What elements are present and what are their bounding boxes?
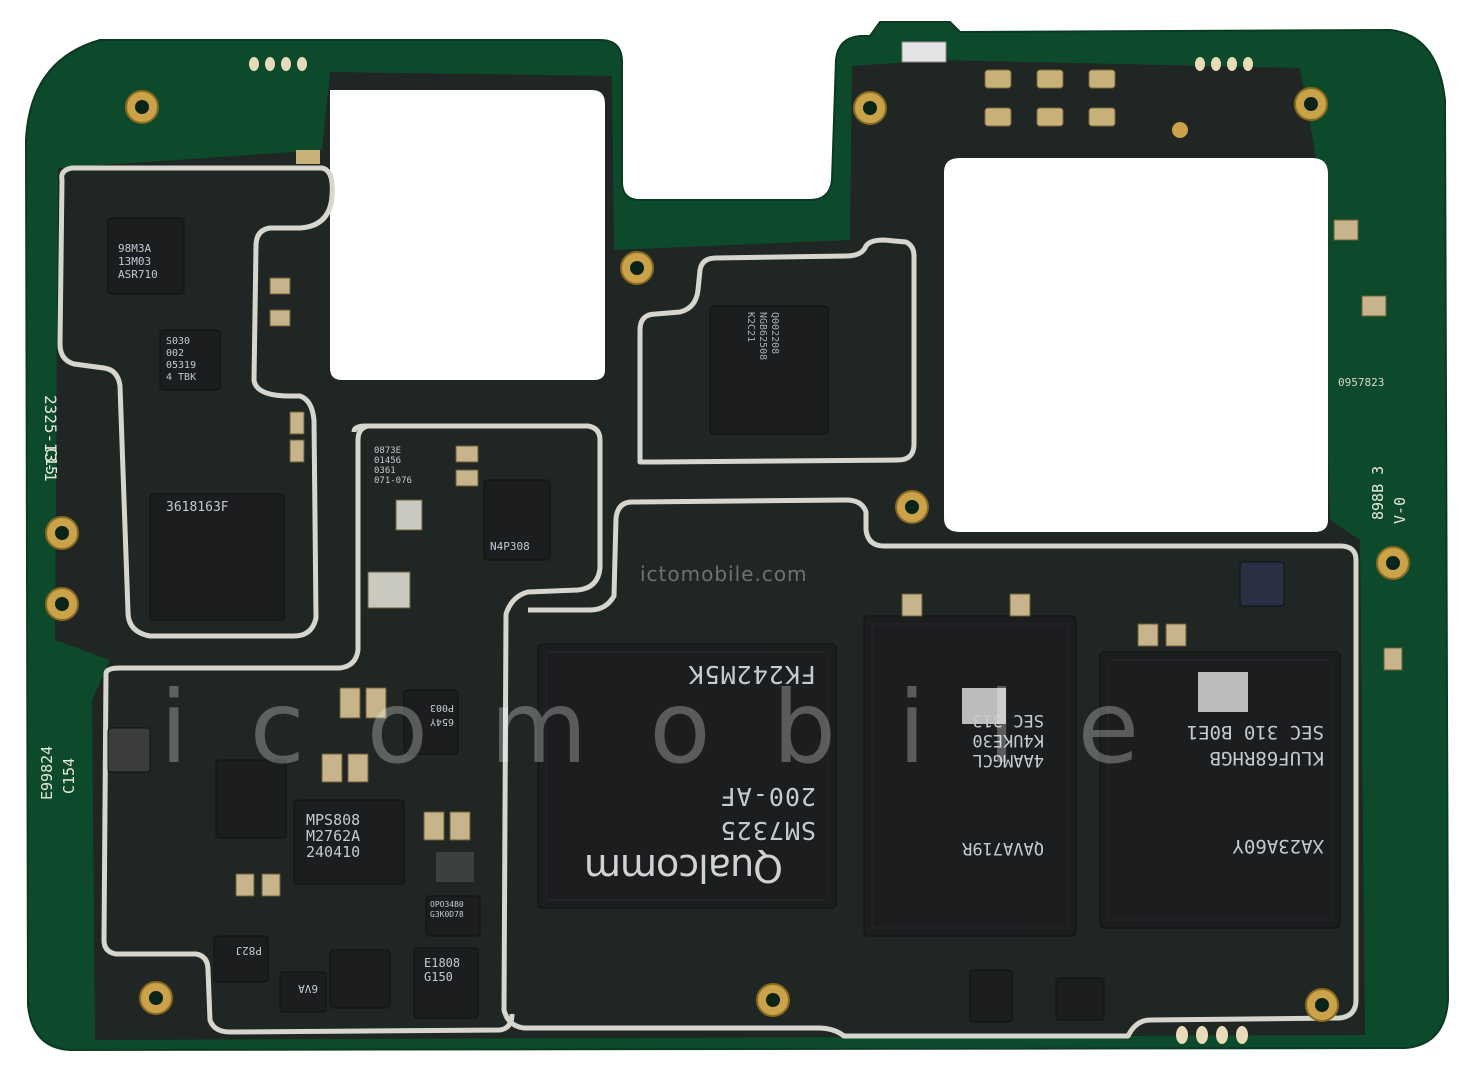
chip-ufs xyxy=(1099,651,1341,929)
chip-text: 01456 xyxy=(374,456,402,466)
chip-text: 654Y xyxy=(429,716,454,727)
qr-codes xyxy=(962,672,1248,724)
chip-asr xyxy=(107,217,185,295)
edge-label-right-code: 0957823 xyxy=(1338,376,1385,389)
cutout-top-right xyxy=(944,158,1328,532)
chip-text: 240410 xyxy=(306,843,361,861)
chip-text: 002 xyxy=(166,348,185,359)
shield-left xyxy=(57,165,335,639)
chip-text: G3K0D78 xyxy=(430,910,464,919)
chip-text: 13M03 xyxy=(118,255,152,268)
chips xyxy=(107,217,1341,1023)
chip-0541 xyxy=(1239,561,1285,607)
chip-text: ASR710 xyxy=(118,268,158,281)
chip-pm-small-marking: 0873E 01456 0361 071-076 xyxy=(374,446,412,486)
chip-text: 0361 xyxy=(374,466,396,476)
shield-mid-small xyxy=(351,423,1359,1039)
chip-text: OPO34B0 xyxy=(430,900,464,909)
chip-mps-marking: MPS808 M2762A 240410 xyxy=(306,812,360,860)
chip-text: S030 xyxy=(166,336,191,347)
chip-text: KLUF68RHGB xyxy=(1209,747,1324,769)
chip-6va xyxy=(279,971,327,1013)
chip-6va-marking: 6VA xyxy=(298,982,318,995)
chip-text: M2762A xyxy=(306,827,361,845)
chip-text: G150 xyxy=(424,970,453,984)
chip-text: E1808 xyxy=(424,956,461,970)
chip-pmic-a xyxy=(215,759,287,839)
mounting-holes xyxy=(45,87,1410,1022)
chip-text: MPS808 xyxy=(306,811,361,829)
capacitor-top-small xyxy=(296,150,320,164)
chip-asr-marking: 98M3A 13M03 ASR710 xyxy=(118,242,158,281)
edge-label-left-c15: C15 xyxy=(42,448,60,476)
chip-s030-marking: S030 002 05319 4 TBK xyxy=(166,336,196,384)
chip-text: SEC 313 xyxy=(972,710,1044,730)
chip-e18 xyxy=(413,947,479,1019)
chip-text: Q002208 xyxy=(769,312,780,355)
connector-top xyxy=(901,41,947,63)
chip-small-right xyxy=(1055,977,1105,1021)
chip-qorvo-marking: Q002208 NGB62508 K2C21 xyxy=(744,312,780,360)
chip-text: P003 xyxy=(429,702,454,713)
chip-text: QAVA719R xyxy=(962,838,1044,858)
chip-ufs-marking: XA23A60Y KLUF68RHGB SEC 310 B0E1 xyxy=(1112,716,1332,866)
chip-text: NGB62508 xyxy=(757,312,768,361)
cutout-top-left xyxy=(330,90,605,380)
capacitor-array-top-right xyxy=(984,69,1116,127)
chip-soc-brand: Qualcomm xyxy=(585,846,784,890)
chip-soc xyxy=(537,643,837,909)
shield-top-center xyxy=(637,237,917,465)
chip-text: 05319 xyxy=(166,360,197,371)
chip-3618-marking: 3618163F xyxy=(166,500,229,515)
passive-components xyxy=(235,219,1403,897)
chip-opo xyxy=(425,895,481,937)
edge-label-left-c154: C154 xyxy=(60,757,78,794)
chip-text: XA23A60Y xyxy=(1232,835,1324,857)
chip-qorvo xyxy=(709,305,829,435)
chip-text: K4UKE30 xyxy=(972,730,1044,750)
chip-text: FK242M5K xyxy=(687,660,816,689)
chip-p003-marking: 654Y P003 xyxy=(410,700,454,728)
edge-label-left-e99824: E99824 xyxy=(38,745,56,800)
chip-mps xyxy=(293,799,405,885)
chip-ram-marking: QAVA719R 4AAMGCL K4UKE30 SEC 313 xyxy=(902,696,1062,866)
chip-pmic-b xyxy=(329,949,391,1009)
chip-square-left xyxy=(107,727,151,773)
chip-ram xyxy=(863,615,1077,937)
chip-n4p xyxy=(483,479,551,561)
chip-text: 200-AF xyxy=(719,782,816,811)
edge-label-right-898b: 898B 3 xyxy=(1369,465,1387,520)
chip-p82j xyxy=(213,935,269,983)
top-contact-pads xyxy=(249,57,1253,1044)
chip-text: 071-076 xyxy=(374,476,412,486)
chip-p003 xyxy=(403,689,459,755)
chip-dual-small xyxy=(969,969,1013,1023)
chip-text: 0873E xyxy=(374,446,402,456)
test-point xyxy=(1172,122,1188,138)
chip-3618 xyxy=(149,493,285,621)
chip-s030 xyxy=(159,329,221,391)
shield-bottom-left xyxy=(103,423,369,675)
chip-text: SEC 310 B0E1 xyxy=(1186,721,1324,743)
chip-e18-marking: E1808 G150 xyxy=(424,956,460,984)
chip-text: 4AAMGCL xyxy=(972,750,1044,770)
chip-p82j-marking: P82J xyxy=(235,944,263,957)
chip-text: 98M3A xyxy=(118,242,152,255)
chip-text: 4 TBK xyxy=(166,372,197,383)
chip-text: K2C21 xyxy=(745,312,756,343)
shield-bottom-left-b xyxy=(101,673,515,1035)
edge-label-right-v0: V-0 xyxy=(1391,496,1409,524)
chip-n4p-marking: N4P308 xyxy=(490,540,530,553)
chip-opo-marking: OPO34B0 G3K0D78 xyxy=(430,900,464,920)
silver-can xyxy=(436,852,474,882)
chip-text: SM7325 xyxy=(719,816,816,845)
